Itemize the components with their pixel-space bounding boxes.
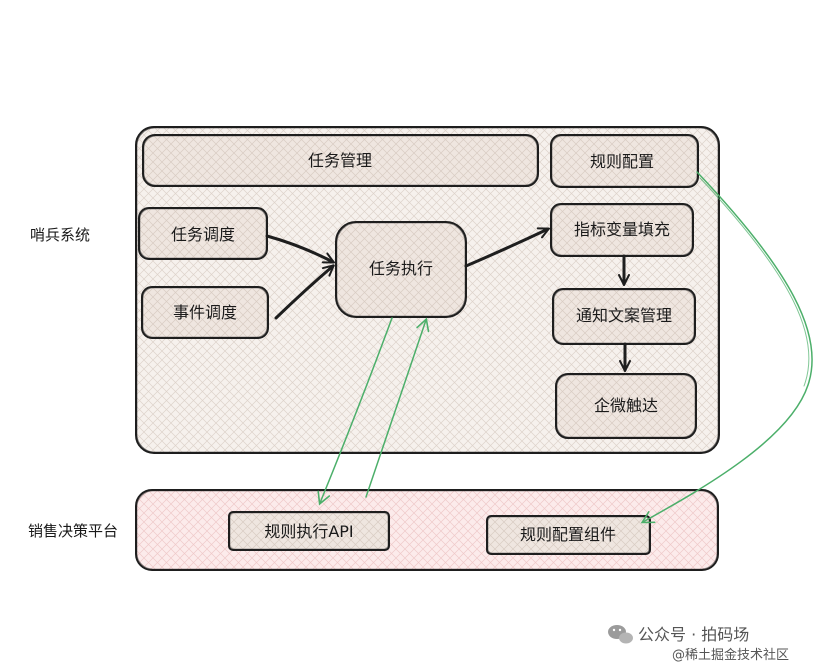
- watermark-account: 公众号 · 拍码场: [638, 625, 749, 644]
- task-execution-box: 任务执行: [335, 221, 467, 318]
- wecom-reach-label: 企微触达: [594, 396, 658, 415]
- task-management-label: 任务管理: [308, 151, 372, 170]
- watermark: 公众号 · 拍码场 @稀土掘金技术社区: [608, 625, 789, 663]
- indicator-fill-box: 指标变量填充: [550, 203, 694, 257]
- green-arrow-execution-to-api: [317, 317, 393, 506]
- rule-exec-api-label: 规则执行API: [264, 522, 353, 541]
- arrow-event-scheduling-to-execution: [274, 266, 333, 320]
- task-scheduling-label: 任务调度: [171, 225, 235, 244]
- notification-copy-label: 通知文案管理: [576, 306, 672, 325]
- notification-copy-box: 通知文案管理: [552, 288, 696, 345]
- watermark-source: @稀土掘金技术社区: [672, 647, 789, 663]
- green-arrow-api-to-execution: [365, 317, 430, 498]
- sentinel-system-label: 哨兵系统: [30, 226, 90, 244]
- wechat-icon: [608, 625, 633, 644]
- rule-config-box: 规则配置: [550, 134, 699, 188]
- task-scheduling-box: 任务调度: [138, 207, 268, 260]
- task-management-box: 任务管理: [142, 134, 539, 187]
- wecom-reach-box: 企微触达: [555, 373, 697, 439]
- event-scheduling-label: 事件调度: [173, 303, 237, 322]
- indicator-fill-label: 指标变量填充: [574, 220, 670, 239]
- rule-exec-api-box: 规则执行API: [228, 511, 390, 551]
- arrow-execution-to-indicator-fill: [464, 229, 548, 268]
- event-scheduling-box: 事件调度: [141, 286, 269, 339]
- rule-config-component-label: 规则配置组件: [520, 525, 616, 544]
- rule-config-label: 规则配置: [590, 152, 654, 171]
- rule-config-component-box: 规则配置组件: [486, 515, 651, 555]
- green-arrow-rule-config-to-component: [640, 171, 813, 524]
- sales-platform-label: 销售决策平台: [28, 522, 118, 540]
- task-execution-label: 任务执行: [369, 259, 433, 278]
- green-arrow-rule-config-second-stroke: [699, 177, 810, 387]
- arrow-task-scheduling-to-execution: [265, 234, 333, 264]
